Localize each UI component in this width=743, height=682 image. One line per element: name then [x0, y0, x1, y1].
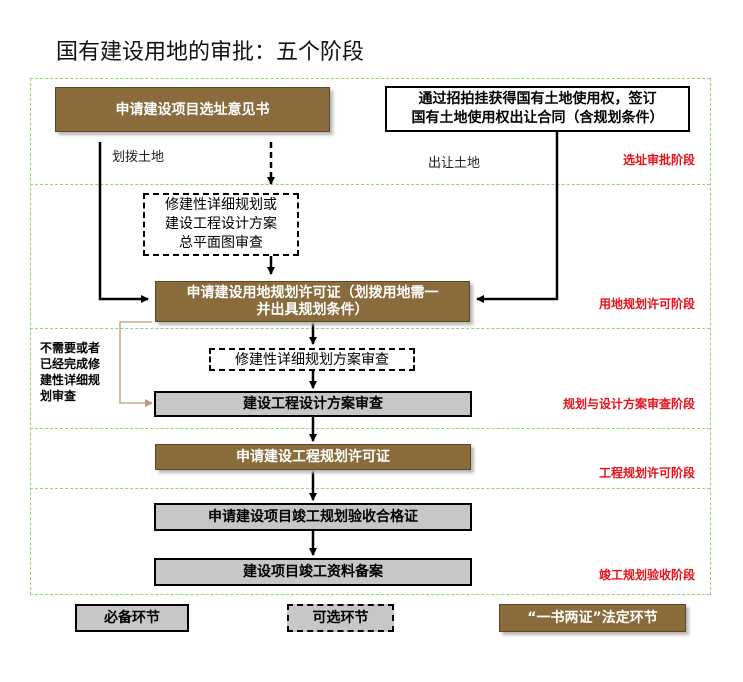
note-transfer-land: 出让土地: [428, 156, 481, 171]
arrow-transfer: [476, 132, 559, 303]
box-label-line: 建设工程设计方案: [165, 216, 277, 232]
legend-label: “一书两证”法定环节: [527, 610, 658, 626]
stage-label-completion-acceptance: 竣工规划验收阶段: [598, 568, 695, 582]
box-site-selection-application: 申请建设项目选址意见书: [55, 87, 330, 132]
note-skip-detailed-plan: 不需要或者 已经完成修 建性详细规 划审查: [40, 340, 100, 404]
stage-label-site-selection: 选址审批阶段: [622, 153, 695, 167]
box-label-line: 国有土地使用权出让合同（含规划条件）: [411, 110, 664, 126]
note-line: 已经完成修: [40, 357, 101, 371]
box-completion-records-filing: 建设项目竣工资料备案: [154, 558, 472, 586]
box-label: 修建性详细规划方案审查: [235, 351, 389, 368]
box-label-line: 并出具规划条件）: [256, 301, 369, 318]
box-completion-acceptance-certificate: 申请建设项目竣工规划验收合格证: [154, 503, 472, 531]
box-label-line: 通过招拍挂获得国有土地使用权，签订: [418, 91, 657, 107]
box-land-use-right-contract: 通过招拍挂获得国有土地使用权，签订 国有土地使用权出让合同（含规划条件）: [385, 86, 690, 132]
note-line: 建性详细规: [40, 373, 101, 387]
arrow-allocation: [98, 142, 149, 303]
arrow-bypass: [119, 321, 153, 407]
box-optional-site-plan-review: 修建性详细规划或 建设工程设计方案 总平面图审查: [143, 193, 299, 256]
note-line: 不需要或者: [40, 341, 101, 355]
legend-label: 必备环节: [104, 610, 160, 626]
box-label-line: 修建性详细规划或: [165, 197, 277, 213]
box-land-planning-permit-application: 申请建设用地规划许可证（划拨用地需一 并出具规划条件）: [155, 281, 470, 322]
box-construction-planning-permit-application: 申请建设工程规划许可证: [155, 444, 471, 470]
page-title: 国有建设用地的审批：五个阶段: [56, 40, 365, 65]
box-label-line: 申请建设用地规划许可证（划拨用地需一: [186, 284, 439, 301]
note-allocation-land: 划拨土地: [112, 150, 165, 165]
stage-separator: [30, 594, 710, 595]
legend-required-step: 必备环节: [75, 604, 189, 632]
note-line: 划审查: [40, 389, 77, 403]
stage-separator: [30, 428, 710, 429]
box-label-line: 总平面图审查: [179, 235, 263, 251]
box-optional-detailed-plan-review: 修建性详细规划方案审查: [209, 348, 415, 371]
box-label: 申请建设项目竣工规划验收合格证: [208, 509, 418, 525]
stage-separator: [30, 78, 710, 79]
stage-label-land-planning-permit: 用地规划许可阶段: [598, 297, 695, 311]
legend-optional-step: 可选环节: [287, 604, 394, 632]
stage-border-right: [710, 78, 711, 595]
box-label: 建设项目竣工资料备案: [243, 564, 383, 580]
stage-separator: [30, 488, 710, 489]
stage-border-left: [30, 78, 31, 595]
legend-statutory-step: “一书两证”法定环节: [499, 604, 686, 632]
stage-separator: [30, 328, 710, 329]
stage-label-design-review: 规划与设计方案审查阶段: [562, 397, 695, 411]
box-label: 申请建设工程规划许可证: [236, 449, 390, 465]
stage-separator: [30, 184, 710, 185]
box-design-scheme-review: 建设工程设计方案审查: [154, 391, 472, 417]
box-label: 建设工程设计方案审查: [243, 396, 383, 412]
box-label: 申请建设项目选址意见书: [115, 101, 270, 118]
legend-label: 可选环节: [312, 610, 369, 626]
stage-label-construction-permit: 工程规划许可阶段: [598, 466, 695, 480]
